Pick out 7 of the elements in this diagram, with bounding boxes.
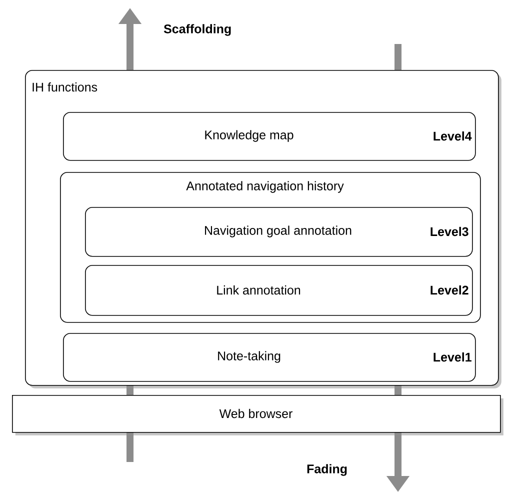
direction-label: Fading: [307, 464, 347, 476]
function-box: Web browser: [12, 395, 504, 436]
direction-label: Scaffolding: [164, 24, 231, 36]
function-box: Link annotation Level2: [85, 265, 473, 316]
function-box: Knowledge map Level4: [63, 112, 476, 161]
function-box: Note-taking Level1: [63, 333, 476, 382]
function-box: Navigation goal annotation Level3: [85, 207, 473, 257]
